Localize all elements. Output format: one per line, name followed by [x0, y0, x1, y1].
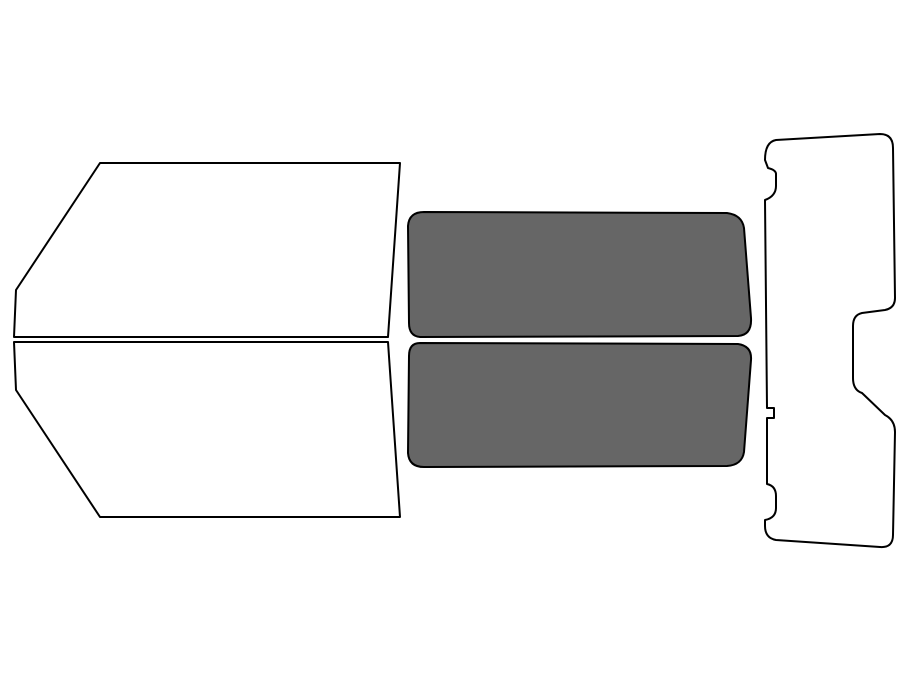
front-right-door-window — [13, 341, 401, 518]
rear-left-side-window — [407, 211, 753, 338]
rear-windshield — [764, 133, 896, 549]
rear-right-side-window — [407, 342, 753, 468]
front-left-door-window — [13, 162, 401, 338]
